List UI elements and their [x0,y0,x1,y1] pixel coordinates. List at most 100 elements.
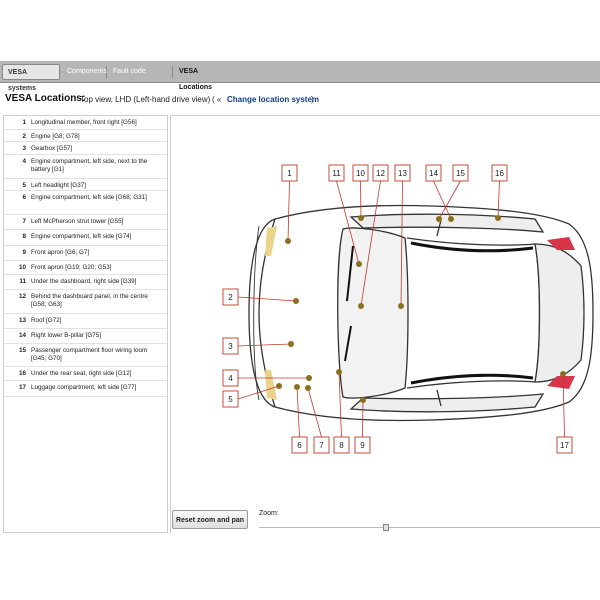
location-label-box[interactable]: 9 [354,436,371,454]
tab-fault-code-diagnosis[interactable]: Fault code diagnosis [113,68,146,91]
tab-vesa-systems[interactable]: VESA systems [2,64,60,92]
location-label-text: 14 [429,169,438,178]
location-label-box[interactable]: 14 [425,164,442,182]
location-marker[interactable] [288,341,294,347]
location-marker[interactable] [336,369,342,375]
location-label-box[interactable]: 11 [328,164,345,182]
location-label-box[interactable]: 17 [556,436,573,454]
leader-line [497,180,500,219]
leader-line [296,386,300,438]
location-label-box[interactable]: 1 [281,164,298,182]
leader-line [433,180,452,220]
location-marker[interactable] [285,238,291,244]
location-list-item[interactable]: 3 Gearbox [G57] [4,142,167,155]
location-label-text: 15 [456,169,465,178]
location-label-text: 9 [360,441,365,450]
location-text: Front apron [G19; G20; G53] [31,264,112,271]
location-label-box[interactable]: 10 [352,164,369,182]
location-text: Under the dashboard, right side [G39] [31,278,137,285]
location-marker[interactable] [560,371,566,377]
location-label-box[interactable]: 8 [333,436,350,454]
tab-vesa-locations[interactable]: VESA Locations [179,68,213,91]
location-marker[interactable] [276,383,282,389]
location-number: 4 [22,158,26,165]
tab-components[interactable]: Components [67,68,107,75]
location-list-item[interactable]: 11 Under the dashboard, right side [G39] [4,275,167,290]
location-text: Behind the dashboard panel, in the centr… [31,293,148,308]
location-list-item[interactable]: 4 Engine compartment, left side, next to … [4,155,167,179]
location-number: 7 [22,218,26,225]
location-label-box[interactable]: 16 [491,164,508,182]
location-text: Right lower B-pillar [G75] [31,332,101,339]
leader-line [562,373,565,438]
location-marker[interactable] [436,216,442,222]
location-label-text: 4 [228,374,233,383]
leader-line [338,371,342,438]
location-label-text: 16 [495,169,504,178]
location-marker[interactable] [360,397,366,403]
location-marker[interactable] [294,384,300,390]
change-location-system-link[interactable]: Change location system [227,95,320,104]
location-text: Gearbox [G57] [31,145,73,152]
location-label-box[interactable]: 13 [394,164,411,182]
location-label-box[interactable]: 5 [222,390,239,408]
location-label-text: 11 [332,169,341,178]
location-text: Longitudinal member, front right [G56] [31,119,137,126]
location-number: 13 [18,317,26,324]
leader-line [360,180,381,307]
location-label-box[interactable]: 3 [222,337,239,355]
location-label-box[interactable]: 2 [222,288,239,306]
zoom-slider-thumb[interactable] [383,524,389,531]
leader-line [237,343,292,347]
location-number: 6 [22,194,26,201]
leader-line [362,399,364,438]
location-number: 5 [22,182,26,189]
location-marker[interactable] [448,216,454,222]
location-marker[interactable] [293,298,299,304]
link-open-bracket: ( « [212,95,222,104]
reset-zoom-button[interactable]: Reset zoom and pan [172,510,248,529]
leader-line [307,387,322,438]
location-marker[interactable] [306,375,312,381]
tail-lights [547,237,575,389]
location-label-box[interactable]: 7 [313,436,330,454]
location-number: 11 [19,278,26,285]
location-marker[interactable] [305,385,311,391]
location-marker[interactable] [398,303,404,309]
location-text: Engine compartment, left side, next to t… [31,158,148,173]
location-label-box[interactable]: 15 [452,164,469,182]
location-markers [276,215,566,403]
location-label-box[interactable]: 12 [372,164,389,182]
location-label-box[interactable]: 4 [222,369,239,387]
location-number: 3 [22,145,26,152]
location-marker[interactable] [358,303,364,309]
location-number: 8 [22,233,26,240]
location-number: 9 [22,249,26,256]
location-label-box[interactable]: 6 [291,436,308,454]
leader-line [360,180,362,219]
zoom-slider-track[interactable] [259,527,600,528]
location-marker[interactable] [356,261,362,267]
tab-separator [106,66,107,78]
location-text: Luggage compartment, left side [G77] [31,384,137,391]
location-label-text: 10 [356,169,365,178]
location-marker[interactable] [358,215,364,221]
location-marker[interactable] [495,215,501,221]
